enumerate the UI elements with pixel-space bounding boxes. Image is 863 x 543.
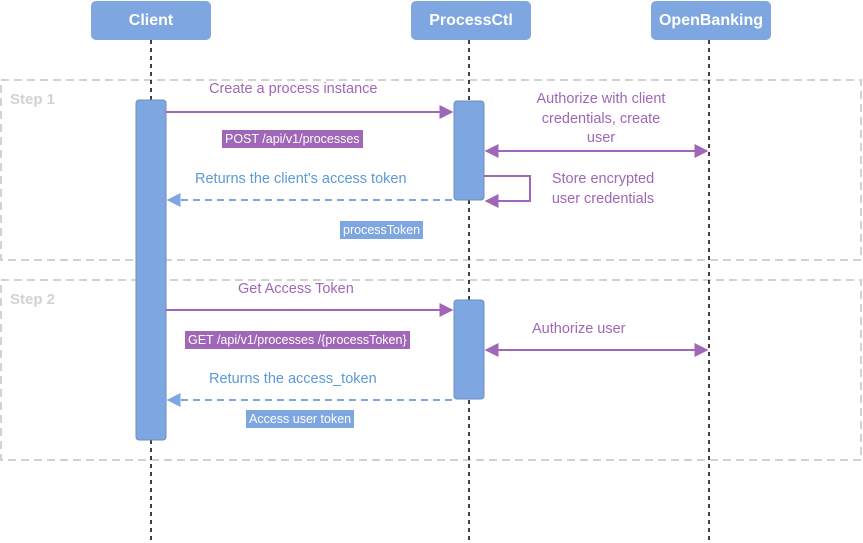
processctl-actor: ProcessCtl (411, 1, 531, 40)
return-access-token-label: Returns the access_token (209, 371, 377, 387)
get-access-token-request: GET /api/v1/processes /{processToken} (185, 331, 410, 349)
processctl-activation-step1 (453, 100, 485, 201)
store-credentials-self-arrow (484, 175, 531, 208)
get-access-token-label: Get Access Token (238, 281, 354, 297)
return-client-token-label: Returns the client's access token (195, 171, 407, 187)
access-user-token-value: Access user token (246, 410, 355, 428)
step2-label: Step 2 (10, 291, 56, 308)
create-process-request: POST /api/v1/processes (222, 130, 363, 148)
step2-frame (0, 279, 862, 461)
processctl-activation-step2 (453, 299, 485, 400)
step1-label: Step 1 (10, 91, 56, 108)
client-actor: Client (91, 1, 211, 40)
authorize-client-note: Authorize with client credentials, creat… (536, 91, 666, 146)
step1-frame (0, 79, 862, 261)
store-credentials-note: Store encrypted user credentials (551, 171, 655, 207)
create-process-label: Create a process instance (209, 81, 378, 97)
openbanking-actor: OpenBanking (651, 1, 771, 40)
process-token-value: processToken (340, 221, 424, 239)
authorize-user-label: Authorize user (532, 321, 626, 337)
client-activation (135, 99, 167, 441)
